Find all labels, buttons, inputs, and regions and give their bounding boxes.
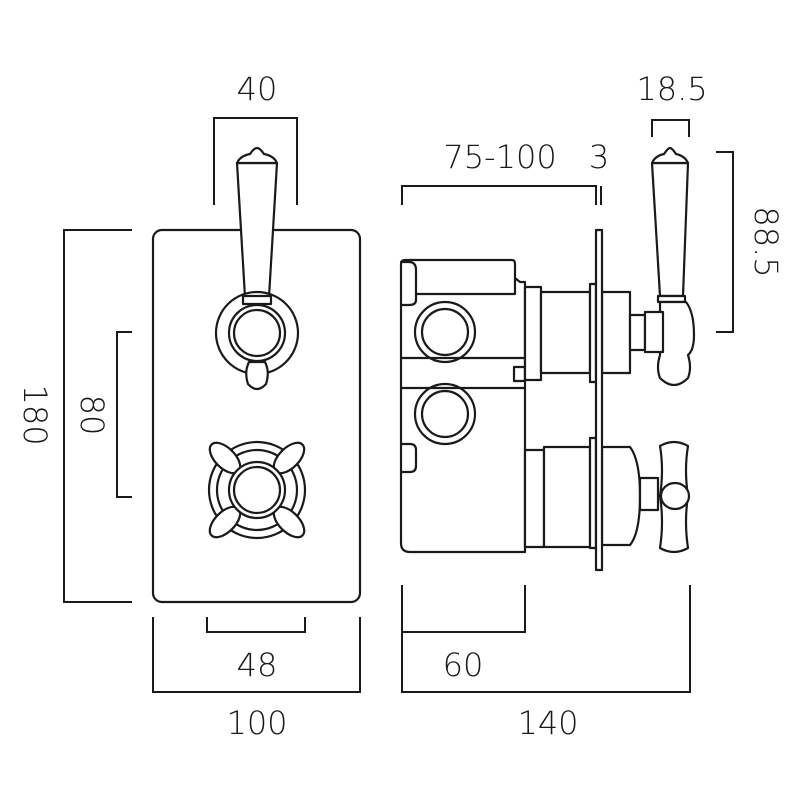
dimension-80: 80 (73, 331, 132, 498)
dim-label-100: 100 (226, 704, 287, 742)
dimension-3: 3 (589, 138, 609, 205)
lower-cartridge (523, 436, 660, 550)
front-view: 40 180 80 48 100 (16, 70, 362, 742)
dim-label-140: 140 (517, 704, 578, 742)
dim-label-180: 180 (16, 384, 54, 445)
lever-handle-front (214, 146, 300, 391)
cross-handle-side (658, 440, 691, 554)
dimension-100: 100 (152, 617, 361, 742)
dim-label-48: 48 (237, 646, 278, 684)
upper-cartridge (523, 282, 647, 384)
cross-handle-front (207, 440, 307, 540)
lever-handle-side (643, 146, 696, 387)
dimension-60: 60 (401, 585, 526, 684)
dimension-88-5: 88.5 (716, 151, 785, 333)
dim-label-40: 40 (237, 70, 278, 108)
wall-plate-side (594, 228, 604, 572)
dim-label-18-5: 18.5 (636, 70, 707, 108)
dimension-180: 180 (16, 229, 132, 603)
dimension-18-5: 18.5 (636, 70, 708, 137)
dim-label-80: 80 (73, 395, 111, 436)
dimension-140: 140 (401, 585, 691, 742)
dim-label-75-100: 75-100 (443, 138, 556, 176)
dimension-48: 48 (206, 617, 306, 684)
dim-label-88-5: 88.5 (747, 206, 785, 277)
dimension-40: 40 (213, 70, 298, 205)
valve-body (399, 258, 527, 554)
dim-label-60: 60 (443, 646, 484, 684)
side-view: 75-100 3 18.5 88.5 60 140 (399, 70, 785, 742)
dimension-75-100: 75-100 (401, 138, 597, 205)
dim-label-3: 3 (589, 138, 609, 176)
